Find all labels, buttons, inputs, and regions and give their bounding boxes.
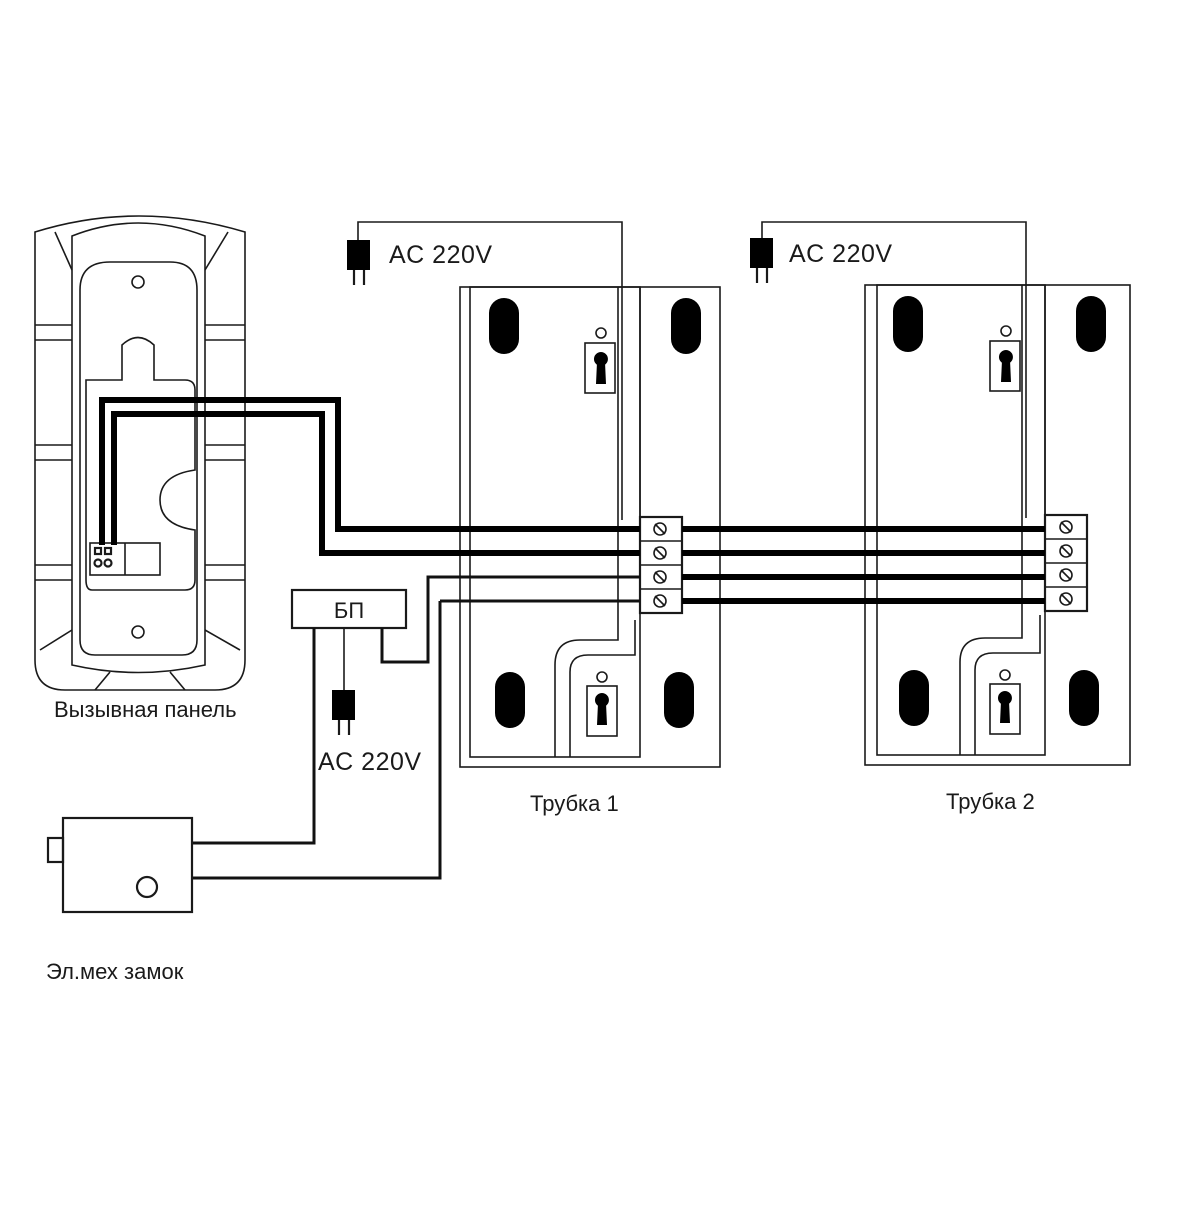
ac-label-handset-1: AC 220V: [389, 241, 493, 269]
handset-1-label: Трубка 1: [530, 791, 619, 816]
lock-wire: [192, 601, 442, 880]
power-supply-label: БП: [334, 598, 364, 623]
electromechanical-lock: [46, 816, 194, 914]
plug-icon: [750, 221, 1027, 518]
plug-icon: [347, 221, 623, 520]
plug-icon: [332, 690, 355, 735]
handset-2: [864, 284, 1131, 766]
bus-wires: [99, 397, 1045, 604]
power-supply: БП: [192, 575, 440, 845]
handset-2-label: Трубка 2: [946, 789, 1035, 814]
ac-label-power-supply: AC 220V: [318, 748, 422, 776]
call-panel: [34, 215, 246, 691]
ac-label-handset-2: AC 220V: [789, 240, 893, 268]
handset-1: [459, 286, 721, 768]
call-panel-label: Вызывная панель: [54, 697, 237, 722]
lock-label: Эл.мех замок: [46, 959, 184, 984]
